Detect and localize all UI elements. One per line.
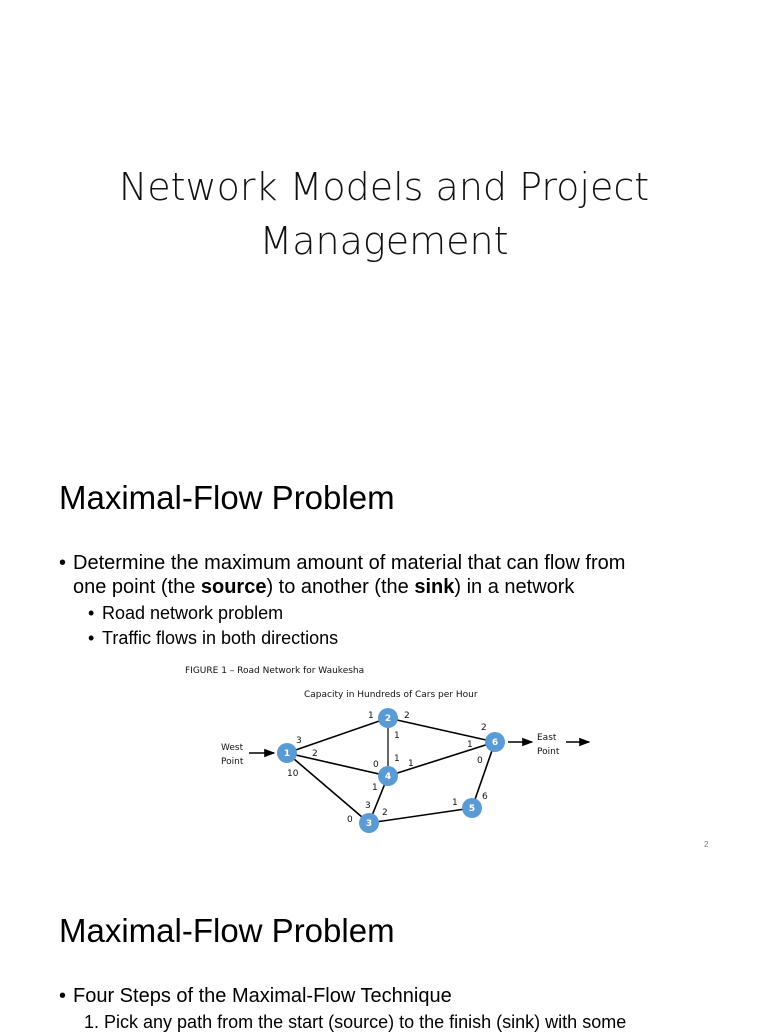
cap-e13-at1: 10 [287, 769, 299, 779]
svg-text:1: 1 [284, 749, 290, 759]
node-3: 3 [359, 813, 379, 833]
edge-1-4 [286, 752, 389, 777]
cap-e56-at6: 0 [477, 756, 483, 766]
sub-bullet-label: Traffic flows in both directions [102, 628, 339, 648]
west-label-1: West [221, 743, 244, 753]
cap-e14-at1: 2 [312, 749, 318, 759]
svg-text:4: 4 [385, 772, 391, 782]
cap-e12-at1: 3 [296, 736, 302, 746]
step-text: 1. Pick any path from the start (source)… [84, 1012, 627, 1032]
edge-5-6 [471, 741, 496, 809]
figure-caption: FIGURE 1 – Road Network for Waukesha [185, 666, 365, 676]
bullet-dot: • [59, 552, 67, 574]
cap-e46-at6: 1 [467, 740, 473, 750]
bullet-dot: • [59, 985, 67, 1007]
node-2: 2 [378, 708, 398, 728]
cap-e13-at3: 0 [347, 815, 353, 825]
cap-e34-at4: 1 [372, 783, 378, 793]
cap-e34-at3: 3 [365, 801, 371, 811]
cap-e26-at2: 2 [404, 711, 410, 721]
edge-3-5 [368, 807, 473, 824]
edge-1-3 [286, 752, 370, 824]
svg-text:5: 5 [469, 804, 475, 814]
bullet-text: Four Steps of the Maximal-Flow Technique [73, 985, 452, 1007]
west-label-2: Point [221, 757, 244, 767]
east-label-2: Point [537, 747, 560, 757]
cap-e46-at4: 1 [408, 759, 414, 769]
cap-e24-at4: 1 [394, 754, 400, 764]
bullet-dot: • [88, 603, 95, 623]
source-term: source [200, 576, 267, 598]
sink-term: sink [414, 576, 455, 598]
node-1: 1 [277, 743, 297, 763]
cap-e56-at5: 6 [482, 792, 488, 802]
figure-subtitle: Capacity in Hundreds of Cars per Hour [304, 690, 478, 700]
edge-4-6 [387, 741, 496, 777]
cap-e24-at2: 1 [394, 731, 400, 741]
svg-text:3: 3 [366, 819, 372, 829]
east-label-1: East [537, 733, 557, 743]
edge-2-6 [387, 717, 496, 743]
page-number: 2 [704, 840, 709, 849]
slide2-title: Maximal-Flow Problem [59, 479, 395, 516]
cap-e35-at5: 1 [452, 798, 458, 808]
cap-e35-at3: 2 [382, 808, 388, 818]
sub-bullet-label: Road network problem [102, 603, 284, 623]
bullet-line-2: one point (the source) to another (the s… [73, 576, 575, 598]
svg-text:6: 6 [492, 738, 498, 748]
node-4: 4 [378, 766, 398, 786]
slide3-step-1: 1. Pick any path from the start (source)… [84, 1011, 626, 1033]
edge-1-2 [286, 717, 389, 754]
svg-text:2: 2 [385, 714, 391, 724]
cap-e12-at2: 1 [368, 711, 374, 721]
slide1-title-line1: Network Models and Project [118, 165, 650, 209]
node-6: 6 [485, 732, 505, 752]
bullet-dot: • [88, 628, 95, 648]
bullet-line-1: Determine the maximum amount of material… [73, 552, 626, 574]
cap-e14-at4: 0 [373, 760, 379, 770]
slide1-title: Network Models and Project Management [0, 160, 768, 268]
cap-e26-at6: 2 [481, 723, 487, 733]
slide1-title-line2: Management [259, 219, 509, 263]
node-5: 5 [462, 798, 482, 818]
slide3-title: Maximal-Flow Problem [59, 912, 395, 949]
